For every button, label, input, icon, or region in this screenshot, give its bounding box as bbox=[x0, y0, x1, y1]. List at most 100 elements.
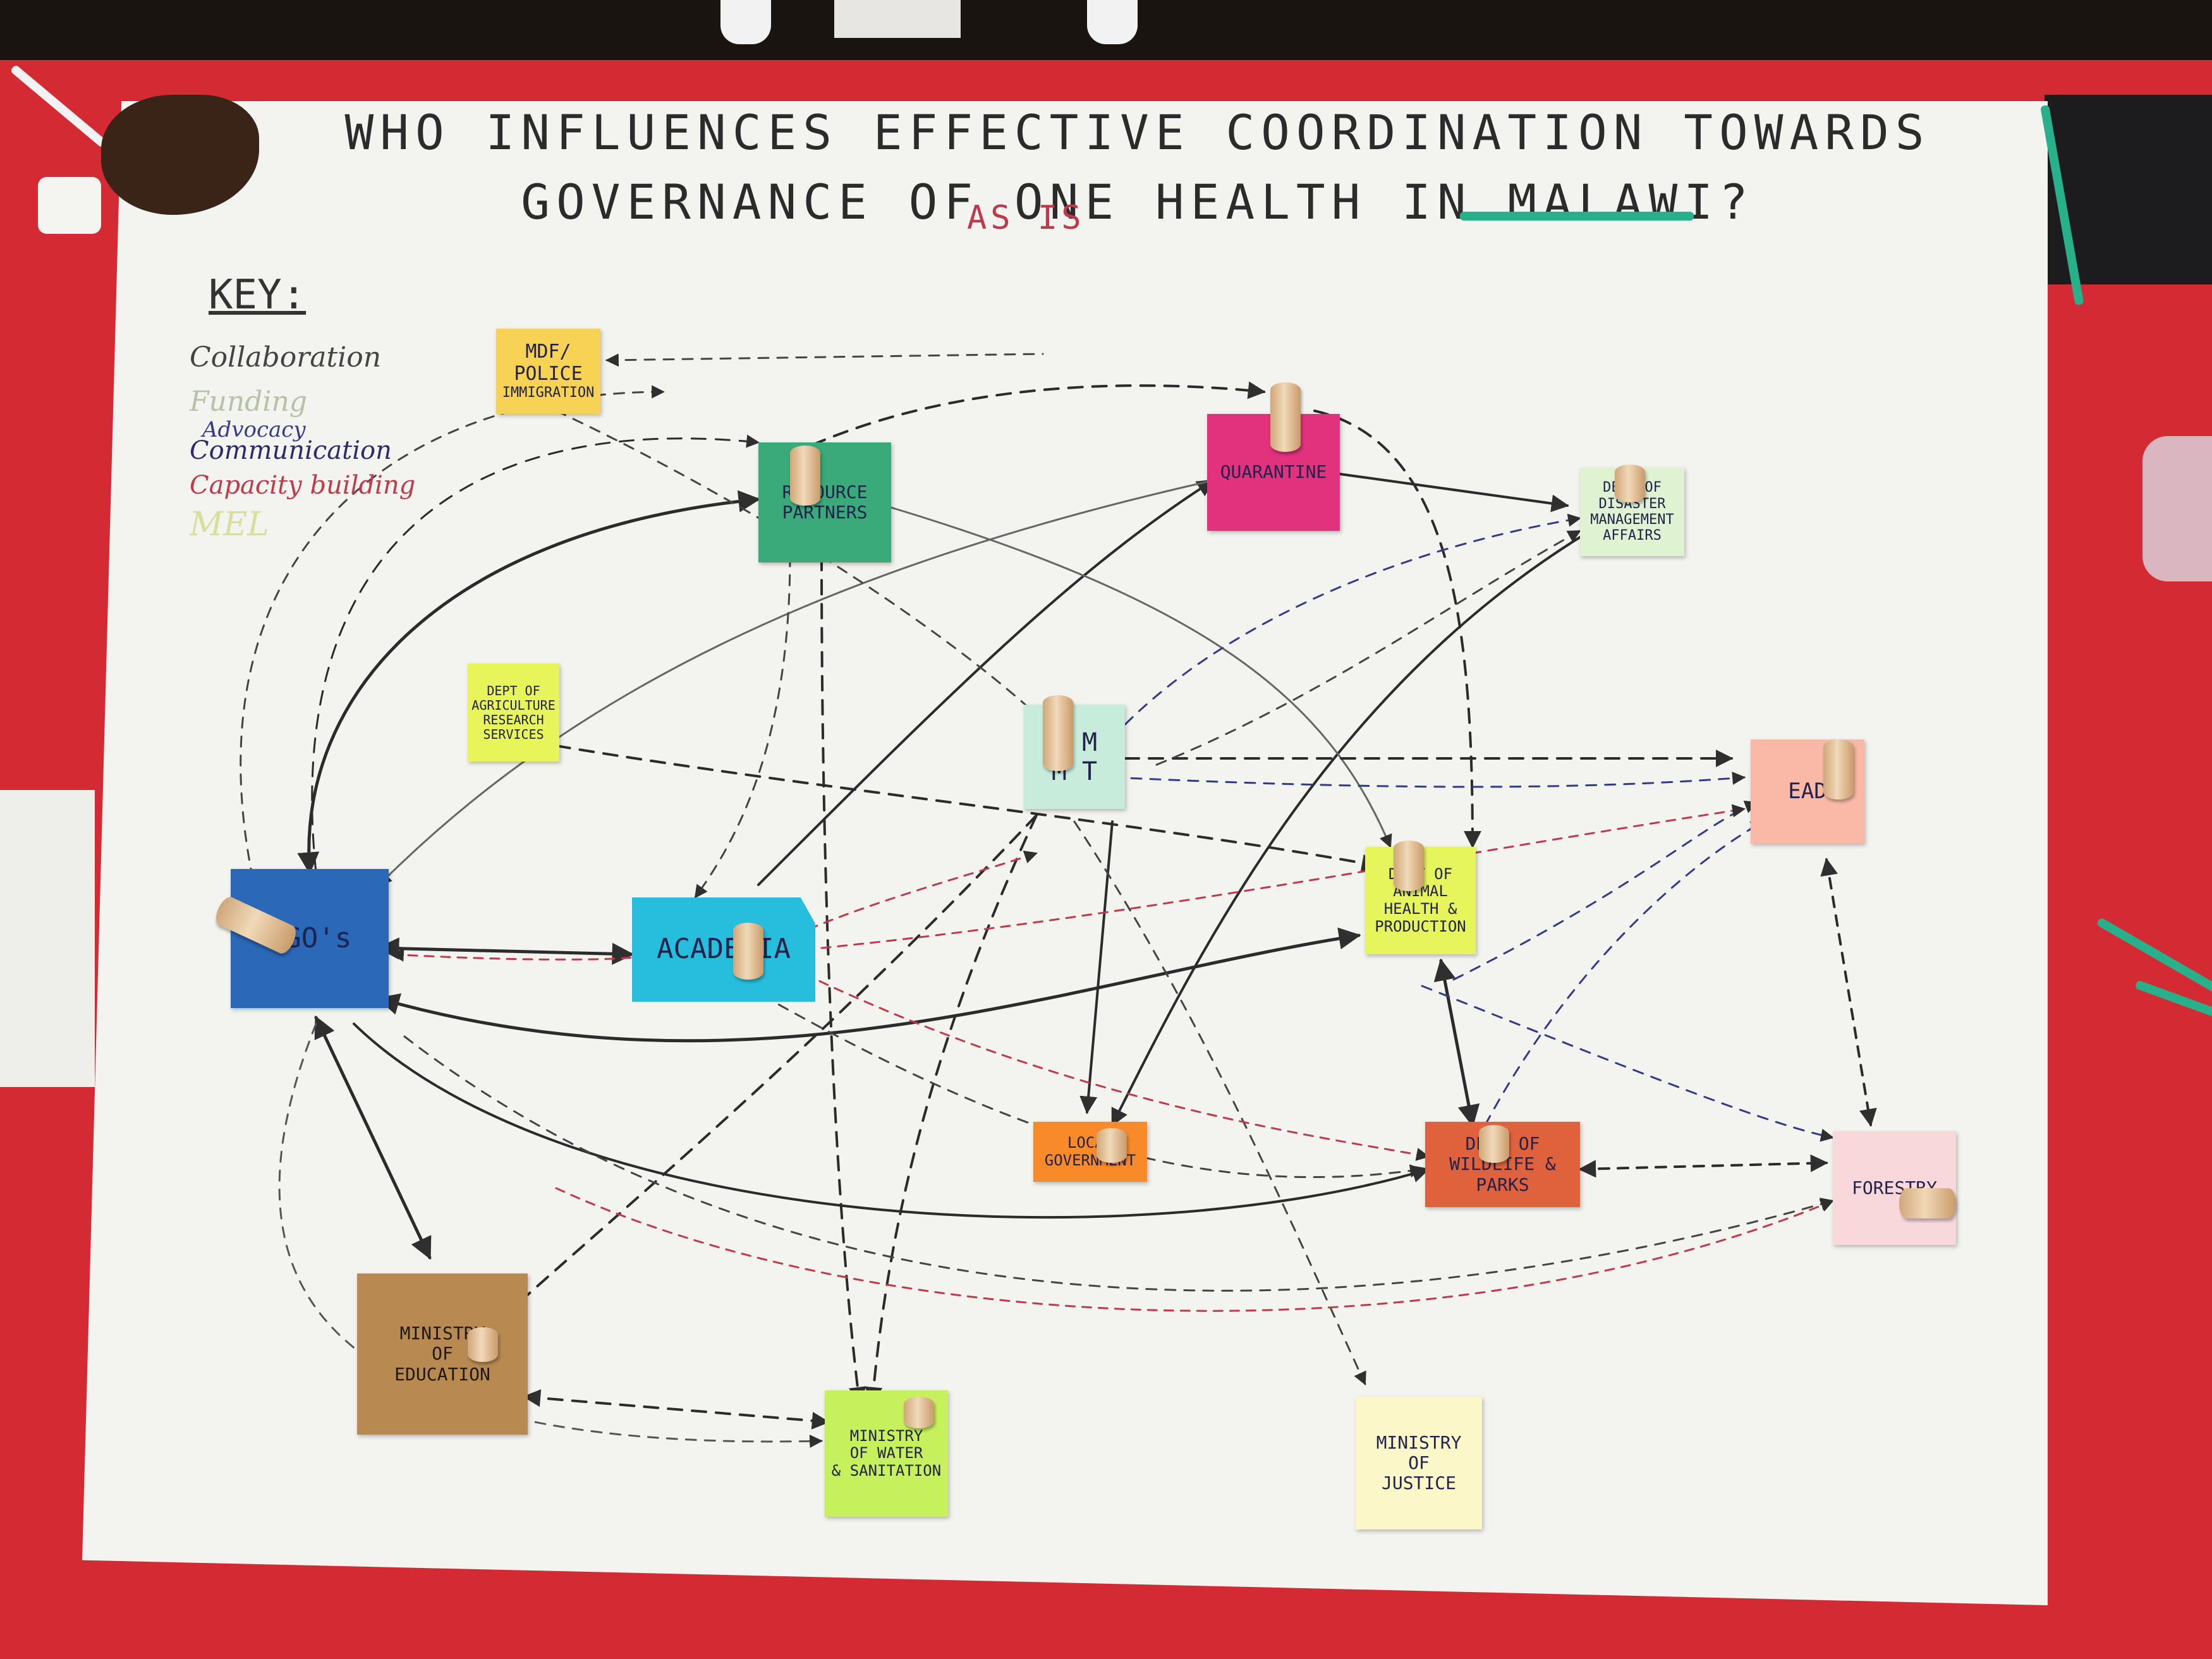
poster-title: WHO INFLUENCES EFFECTIVE COORDINATION TO… bbox=[284, 98, 1991, 237]
name-badge bbox=[834, 0, 961, 38]
key-item-communication: Communication bbox=[190, 436, 392, 465]
link-dash-2 bbox=[865, 814, 1038, 1405]
link-dash-4 bbox=[523, 1389, 830, 1430]
note-text: OF bbox=[432, 1343, 453, 1364]
note-text: MINISTRY bbox=[849, 1426, 923, 1445]
wooden-peg bbox=[1394, 841, 1424, 891]
note-text: IMMIGRATION bbox=[502, 385, 595, 401]
note-text: RESEARCH bbox=[483, 712, 544, 727]
link-ngo-education bbox=[314, 1015, 432, 1260]
note-mdf-police-immigration: MDF/ POLICE IMMIGRATION bbox=[496, 329, 600, 414]
note-text: PARTNERS bbox=[782, 502, 868, 523]
link-pmm-local bbox=[1079, 820, 1114, 1114]
key-item-advocacy: Advocacy bbox=[202, 417, 306, 442]
note-text: DEPT OF bbox=[487, 683, 540, 698]
note-text: PARKS bbox=[1476, 1174, 1529, 1195]
poster-flap bbox=[0, 790, 95, 1087]
wooden-peg bbox=[1823, 739, 1854, 799]
note-text: MANAGEMENT bbox=[1590, 512, 1674, 528]
link-quarantine-ngo bbox=[378, 479, 1215, 886]
link-blue-1 bbox=[1111, 771, 1746, 788]
key-item-capacity-building: Capacity building bbox=[190, 471, 416, 500]
key-item-mel: MEL bbox=[190, 506, 269, 544]
link-red-5 bbox=[555, 1187, 1834, 1312]
note-text: & SANITATION bbox=[831, 1461, 942, 1480]
wooden-peg bbox=[1899, 1188, 1956, 1218]
link-ngo-animal bbox=[377, 927, 1361, 1043]
note-text: EDUCATION bbox=[394, 1363, 490, 1385]
link-dash-14 bbox=[403, 1035, 1835, 1292]
note-text: AGRICULTURE bbox=[471, 697, 556, 713]
link-dash-19 bbox=[555, 410, 1044, 722]
note-text: ACADEMIA bbox=[657, 933, 791, 966]
poster-title-line2: GOVERNANCE OF ONE HEALTH IN MALAWI? bbox=[521, 174, 1754, 230]
link-red-3 bbox=[390, 948, 633, 962]
note-text: OF bbox=[1408, 1452, 1430, 1473]
note-local-government: LOCAL GOVERNMENT bbox=[1033, 1122, 1147, 1182]
note-text: MINISTRY bbox=[1376, 1431, 1462, 1453]
note-resource-partners: RESOURCE PARTNERS bbox=[758, 442, 891, 562]
key-item-collaboration: Collaboration bbox=[190, 341, 382, 374]
note-text: JUSTICE bbox=[1381, 1473, 1456, 1494]
green-pencil bbox=[1460, 212, 1694, 221]
link-dash-13 bbox=[278, 1023, 823, 1448]
link-dash-11 bbox=[311, 434, 760, 873]
note-dept-agriculture-research: DEPT OF AGRICULTURE RESEARCH SERVICES bbox=[468, 664, 559, 762]
wooden-peg bbox=[1097, 1128, 1127, 1163]
link-dash-6 bbox=[555, 744, 1380, 872]
wooden-peg bbox=[1270, 382, 1301, 452]
link-red-4 bbox=[820, 804, 1746, 949]
note-text: AFFAIRS bbox=[1603, 528, 1662, 544]
wooden-peg bbox=[904, 1397, 934, 1428]
note-ministry-justice: MINISTRY OF JUSTICE bbox=[1356, 1397, 1482, 1529]
link-blue-4 bbox=[1098, 513, 1582, 753]
key-item-funding: Funding bbox=[190, 386, 307, 418]
link-dash-17 bbox=[694, 555, 791, 899]
hand bbox=[101, 95, 259, 215]
note-academia: ACADEMIA bbox=[632, 897, 815, 1002]
link-academia-quarantine bbox=[757, 479, 1215, 886]
key-title: KEY: bbox=[209, 272, 307, 319]
link-resource-animal bbox=[884, 504, 1392, 848]
note-text: OF WATER bbox=[849, 1444, 923, 1462]
link-dash-7 bbox=[1578, 1154, 1828, 1178]
link-blue-5 bbox=[1421, 985, 1835, 1142]
wooden-peg bbox=[790, 446, 820, 506]
wooden-peg bbox=[468, 1327, 498, 1362]
note-text: MDF/ bbox=[525, 341, 571, 363]
note-text: EAD bbox=[1788, 778, 1827, 804]
wooden-peg bbox=[1615, 465, 1645, 502]
wooden-peg bbox=[733, 923, 763, 980]
note-pmm: P M M T bbox=[1024, 705, 1125, 809]
white-sock-left bbox=[720, 0, 771, 44]
link-animal-wildlife bbox=[1433, 958, 1480, 1127]
link-dash-9 bbox=[1313, 410, 1481, 849]
link-ngo-academia bbox=[377, 937, 635, 965]
water-bottle bbox=[2142, 436, 2212, 581]
wooden-peg bbox=[1479, 1125, 1509, 1163]
link-ngo-wildlife bbox=[353, 1023, 1430, 1219]
link-quarantine-disaster bbox=[1339, 473, 1569, 513]
poster-title-line1: WHO INFLUENCES EFFECTIVE COORDINATION TO… bbox=[344, 104, 1931, 161]
note-ministry-education: MINISTRY OF EDUCATION bbox=[357, 1273, 528, 1435]
glue-bottle bbox=[38, 177, 101, 234]
link-dash-3 bbox=[504, 814, 1038, 1316]
white-sock-right bbox=[1087, 0, 1138, 44]
link-disaster-local bbox=[1111, 536, 1581, 1127]
link-red-2 bbox=[789, 966, 1430, 1161]
link-red-1 bbox=[808, 851, 1038, 930]
poster-subtitle: AS IS bbox=[967, 199, 1085, 237]
note-text: QUARANTINE bbox=[1220, 461, 1327, 483]
wooden-peg bbox=[1043, 695, 1073, 771]
note-text: HEALTH & bbox=[1383, 900, 1457, 918]
note-text: PRODUCTION bbox=[1375, 917, 1466, 935]
link-ngo-resource bbox=[297, 490, 761, 875]
link-dash-18 bbox=[1155, 530, 1581, 766]
note-text: POLICE bbox=[514, 362, 583, 385]
link-dash-10 bbox=[789, 381, 1266, 456]
link-dash-16 bbox=[1073, 820, 1366, 1385]
link-dash-8 bbox=[1820, 858, 1877, 1127]
link-dash-20 bbox=[605, 353, 1044, 367]
link-blue-3 bbox=[1484, 820, 1765, 1126]
